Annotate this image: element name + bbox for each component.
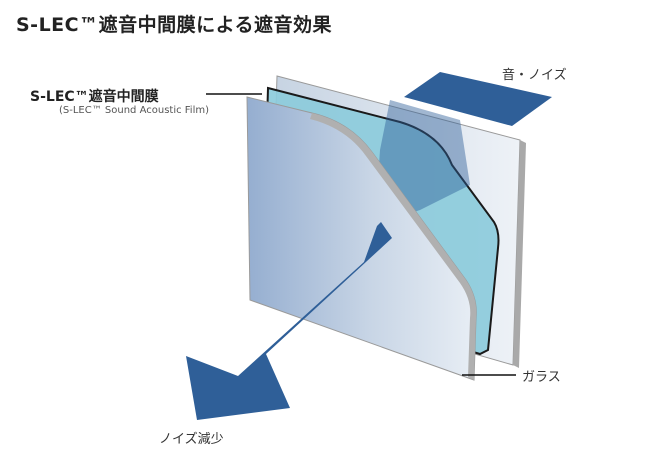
noise-in-label: 音・ノイズ [502,68,567,83]
page-title: S-LEC™遮音中間膜による遮音効果 [16,14,333,36]
incoming-sound-arrow [404,72,552,126]
noise-out-label: ノイズ減少 [159,432,224,447]
reduced-noise-arrow [186,222,392,420]
front-glass-pane [246,96,477,381]
glass-label: ガラス [522,370,561,385]
film-subtitle-label: (S-LEC™ Sound Acoustic Film) [59,105,210,116]
film-name-label: S-LEC™遮音中間膜 [30,89,159,105]
